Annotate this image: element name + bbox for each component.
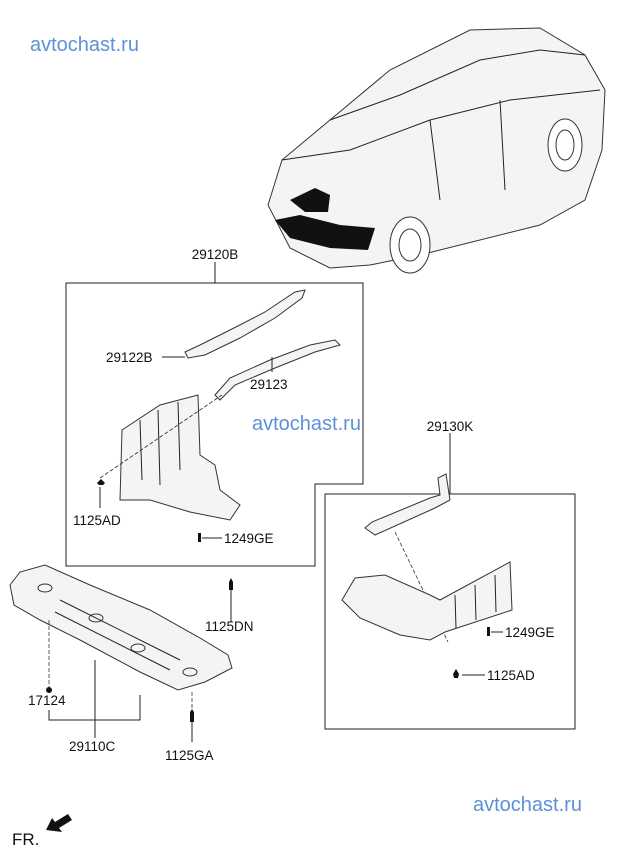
group-label-29130K[interactable]: 29130K (427, 419, 474, 434)
part-29122B-bracket[interactable] (184, 289, 306, 359)
callout-29110C[interactable]: 29110C (69, 739, 116, 754)
callout-1125AD-left[interactable]: 1125AD (73, 513, 121, 528)
watermark-middle: avtochast.ru (252, 413, 361, 435)
bolt-icon (453, 669, 459, 678)
group-box-29120B (65, 282, 364, 567)
screw-icon (229, 578, 233, 590)
callout-1249GE-right[interactable]: 1249GE (505, 625, 555, 640)
part-bracket-right[interactable] (364, 473, 451, 536)
screw-icon (190, 709, 194, 722)
part-29123-bracket[interactable] (214, 339, 341, 401)
clip-icon (46, 687, 52, 693)
watermark-top: avtochast.ru (30, 34, 139, 56)
screw-icon (487, 627, 490, 636)
callout-1125AD-right[interactable]: 1125AD (487, 668, 535, 683)
callout-29123[interactable]: 29123 (250, 377, 288, 392)
callout-1125GA[interactable]: 1125GA (165, 748, 214, 763)
bolt-icon (97, 479, 105, 485)
part-undercover-right[interactable] (341, 561, 513, 641)
group-label-29120B[interactable]: 29120B (192, 247, 239, 262)
front-direction-label: FR. (12, 830, 39, 848)
screw-icon (198, 533, 201, 542)
watermark-bottom: avtochast.ru (473, 794, 582, 816)
callout-1125DN[interactable]: 1125DN (205, 619, 254, 634)
callout-1249GE-left[interactable]: 1249GE (224, 531, 274, 546)
callout-17124[interactable]: 17124 (28, 693, 66, 708)
callout-29122B[interactable]: 29122B (106, 350, 153, 365)
car-illustration (267, 27, 606, 274)
front-arrow-icon (46, 814, 72, 832)
